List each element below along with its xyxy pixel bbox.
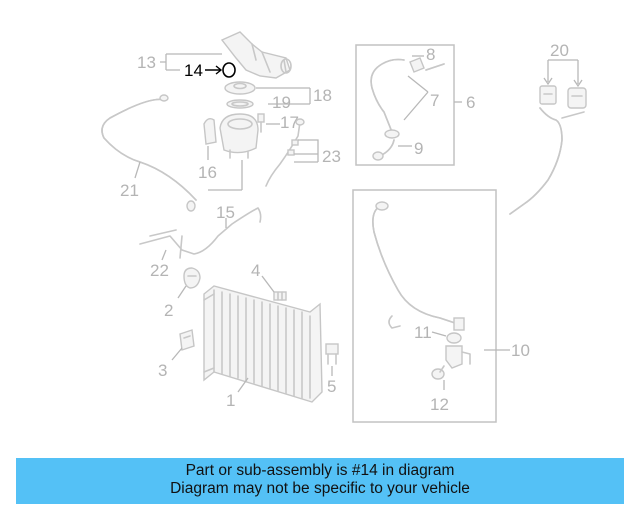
callout-9: 9 [414, 139, 423, 158]
expansion-tank-part [203, 113, 259, 159]
callout-22-lead [161, 249, 167, 261]
callout-8: 8 [426, 45, 435, 64]
callout-3-lead [171, 347, 183, 361]
t-connector-12-part [431, 345, 471, 380]
thermostat-housing-part [220, 31, 292, 79]
callout-17: 17 [280, 113, 299, 132]
callout-14-lead [205, 65, 223, 75]
callout-12: 12 [430, 395, 449, 414]
callout-4-lead [261, 275, 275, 293]
callout-1: 1 [226, 391, 235, 410]
callout-15: 15 [216, 203, 235, 222]
bracket-3-part [179, 329, 195, 351]
group-box-10 [352, 189, 497, 423]
banner-line-2: Diagram may not be specific to your vehi… [170, 480, 470, 497]
callout-5: 5 [327, 377, 336, 396]
group-box-6 [355, 44, 455, 166]
callout-1-lead [237, 377, 249, 393]
callout-20-lead [543, 59, 583, 88]
pipe-20-part [509, 107, 585, 215]
banner-line-1: Part or sub-assembly is #14 in diagram [185, 462, 455, 479]
callout-21: 21 [120, 181, 139, 200]
callout-19: 19 [272, 93, 291, 112]
callout-16: 16 [198, 163, 217, 182]
hose-7-part [370, 57, 445, 133]
callout-18-lead [256, 87, 311, 105]
callout-7: 7 [430, 91, 439, 110]
sensors-20-part [539, 85, 587, 109]
pipe-15-part [139, 207, 262, 255]
callout-23: 23 [322, 147, 341, 166]
callout-22: 22 [150, 261, 169, 280]
callout-6: 6 [466, 93, 475, 112]
callout-13-lead [160, 53, 222, 71]
callout-20: 20 [550, 41, 569, 60]
callout-23-lead [294, 139, 319, 163]
callout-3: 3 [158, 361, 167, 380]
radiator-part [203, 285, 323, 403]
drain-plug-part [325, 343, 339, 365]
sensor-4-part [273, 291, 287, 301]
callout-18: 18 [313, 86, 332, 105]
callout-10: 10 [511, 341, 530, 360]
callout-2: 2 [164, 301, 173, 320]
callout-21-lead [134, 161, 141, 179]
bolt-part-17 [257, 113, 265, 133]
callout-2-lead [177, 285, 187, 299]
hose-10-part [372, 201, 465, 331]
connector-9-part [372, 129, 400, 161]
info-banner: Part or sub-assembly is #14 in diagram D… [16, 458, 624, 504]
callout-16-lead [207, 146, 243, 191]
callout-7-lead [403, 75, 429, 121]
callout-13: 13 [137, 53, 156, 72]
callout-11: 11 [414, 323, 432, 342]
cap-gasket-part [224, 81, 256, 109]
callout-4: 4 [251, 261, 260, 280]
sensor-2-part [183, 267, 201, 289]
o-ring-part [222, 62, 236, 78]
callout-11-lead [431, 331, 447, 337]
callout-14: 14 [184, 61, 203, 80]
clip-11-part [388, 315, 462, 344]
